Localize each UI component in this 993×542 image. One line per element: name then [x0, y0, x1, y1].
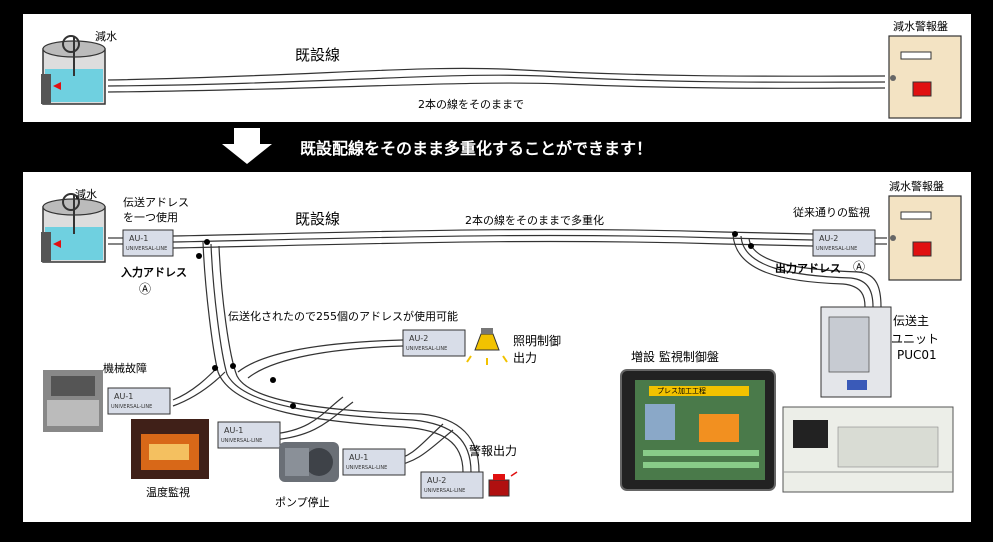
input-unit-model: AU-1	[129, 234, 149, 243]
wire-note: 2本の線をそのままで多重化	[465, 214, 604, 227]
input-address-label: 入力アドレス	[121, 266, 187, 279]
master-unit-puc01	[820, 306, 892, 398]
output-unit-brand: UNIVERSAL-LINE	[816, 246, 858, 252]
existing-wiring-graphics	[41, 35, 962, 119]
output-address-mark: Ⓐ	[853, 260, 866, 274]
furnace-photo	[131, 419, 209, 479]
fault-unit-brand: UNIVERSAL-LINE	[111, 404, 153, 410]
pump-unit-au1	[342, 448, 406, 476]
low-water-alarm-panel	[888, 195, 962, 281]
temp-monitor-label: 温度監視	[146, 486, 190, 499]
output-unit-model: AU-2	[819, 234, 839, 243]
wire-junctions	[196, 231, 754, 409]
existing-line-label: 既設線	[295, 210, 341, 228]
tank-label: 減水	[75, 188, 97, 201]
alarm-beacon-icon	[488, 471, 518, 497]
hmi-panel	[620, 369, 776, 491]
pump-photo	[279, 442, 339, 482]
pump-unit-model: AU-1	[349, 453, 369, 462]
existing-line-label: 既設線	[295, 46, 341, 64]
input-unit-au1	[122, 229, 174, 257]
address-note: 伝送化されたので255個のアドレスが使用可能	[228, 310, 458, 323]
alarm-output-label: 警報出力	[469, 444, 518, 458]
temp-unit-brand: UNIVERSAL-LINE	[221, 438, 263, 444]
lighting-label-line1: 照明制御	[513, 334, 562, 348]
lighting-label-line2: 出力	[513, 351, 538, 365]
pump-stop-label: ポンプ停止	[275, 496, 330, 509]
transmit-address-line2: を一つ使用	[123, 211, 178, 224]
input-unit-brand: UNIVERSAL-LINE	[126, 246, 168, 252]
multiplexed-wire-pair	[108, 228, 887, 473]
alarm-unit-au2	[420, 471, 484, 499]
multiplexed-wiring-panel: AU-1 UNIVERSAL-LINE AU-2 UNIVERSAL-LINE …	[23, 172, 971, 522]
water-tank-icon	[41, 35, 106, 105]
plc-unit-icon	[782, 406, 954, 493]
existing-wire-pair	[107, 67, 886, 93]
transmit-address-line1: 伝送アドレス	[123, 196, 189, 209]
wire-note: 2本の線をそのままで	[418, 98, 524, 111]
output-unit-au2	[812, 229, 876, 257]
pump-unit-brand: UNIVERSAL-LINE	[346, 465, 388, 471]
master-label-line3: PUC01	[897, 348, 937, 362]
master-label-line1: 伝送主	[893, 314, 930, 328]
temp-unit-model: AU-1	[224, 426, 244, 435]
alarm-panel-label: 減水警報盤	[893, 20, 948, 33]
machine-fault-label: 機械故障	[103, 362, 147, 375]
lighting-unit-model: AU-2	[409, 334, 429, 343]
alarm-unit-brand: UNIVERSAL-LINE	[424, 488, 466, 494]
monitor-label: 従来通りの監視	[793, 206, 870, 219]
down-arrow-icon	[222, 128, 272, 164]
water-tank-icon	[41, 193, 106, 263]
lighting-lamp-icon	[466, 328, 508, 365]
alarm-panel-label: 減水警報盤	[889, 180, 944, 193]
input-address-mark: Ⓐ	[139, 282, 152, 296]
alarm-unit-model: AU-2	[427, 476, 447, 485]
tank-label: 減水	[95, 30, 117, 43]
expansion-panel-label: 増設 監視制御盤	[631, 350, 719, 364]
multiplex-graphics	[41, 193, 962, 499]
existing-wiring-panel: 減水 既設線 2本の線をそのままで 減水警報盤	[23, 14, 971, 122]
master-label-line2: ユニット	[891, 332, 940, 346]
fault-unit-model: AU-1	[114, 392, 134, 401]
machine-fault-unit-au1	[107, 387, 171, 415]
low-water-alarm-panel	[888, 35, 962, 119]
output-address-label: 出力アドレス	[775, 262, 841, 275]
lighting-unit-brand: UNIVERSAL-LINE	[406, 346, 448, 352]
hmi-title: プレス加工工程	[657, 387, 706, 395]
temp-unit-au1	[217, 421, 281, 449]
lighting-unit-au2	[402, 329, 466, 357]
machine-photo	[43, 370, 103, 432]
banner-text: 既設配線をそのまま多重化することができます！	[300, 139, 653, 158]
